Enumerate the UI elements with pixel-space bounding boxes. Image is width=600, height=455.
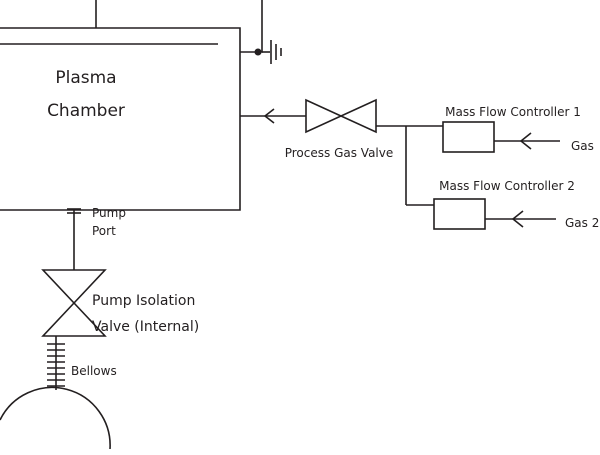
gas2-label: Gas 2 xyxy=(565,216,599,230)
mfc1-body xyxy=(442,121,495,153)
pump-iso-label-line2: Valve (Internal) xyxy=(92,319,199,335)
pump-port: Pump Port xyxy=(67,206,126,270)
ground-junction-dot xyxy=(254,48,262,56)
inlet-flow-arrow-icon xyxy=(263,108,275,124)
process-gas-valve: Process Gas Valve xyxy=(285,98,394,160)
ground-feed-line xyxy=(240,0,263,53)
gas1-label: Gas xyxy=(571,139,594,153)
pump-port-label-line2: Port xyxy=(92,224,116,238)
chamber-label-line1: Plasma xyxy=(55,68,116,88)
mfc2-label: Mass Flow Controller 2 xyxy=(439,179,575,193)
bellows-rings xyxy=(47,343,65,387)
mfc2-body xyxy=(433,198,486,230)
plasma-chamber: Plasma Chamber xyxy=(0,0,282,211)
gas-inlet-line xyxy=(240,108,306,124)
valve-left-triangle xyxy=(305,98,343,134)
mass-flow-controller-2: Mass Flow Controller 2 Gas 2 xyxy=(433,179,599,230)
iso-valve-top-triangle xyxy=(41,269,107,305)
pump-isolation-valve: Pump Isolation Valve (Internal) xyxy=(41,269,199,337)
chamber-outline xyxy=(0,27,241,211)
ground-icon xyxy=(270,40,282,64)
pump-body xyxy=(0,386,111,450)
gas2-flow-arrow-icon xyxy=(511,210,524,228)
pump-iso-label-line1: Pump Isolation xyxy=(92,293,195,309)
iso-valve-bottom-triangle xyxy=(41,301,107,337)
process-gas-valve-label: Process Gas Valve xyxy=(285,146,394,160)
valve-right-triangle xyxy=(339,98,377,134)
bellows-label: Bellows xyxy=(71,364,117,378)
chamber-label-line2: Chamber xyxy=(47,101,125,121)
gas1-flow-arrow-icon xyxy=(519,132,532,150)
mfc1-label: Mass Flow Controller 1 xyxy=(445,105,581,119)
pump-port-label-line1: Pump xyxy=(92,206,126,220)
mass-flow-controller-1: Mass Flow Controller 1 Gas xyxy=(442,105,594,153)
bellows: Bellows xyxy=(47,336,117,390)
